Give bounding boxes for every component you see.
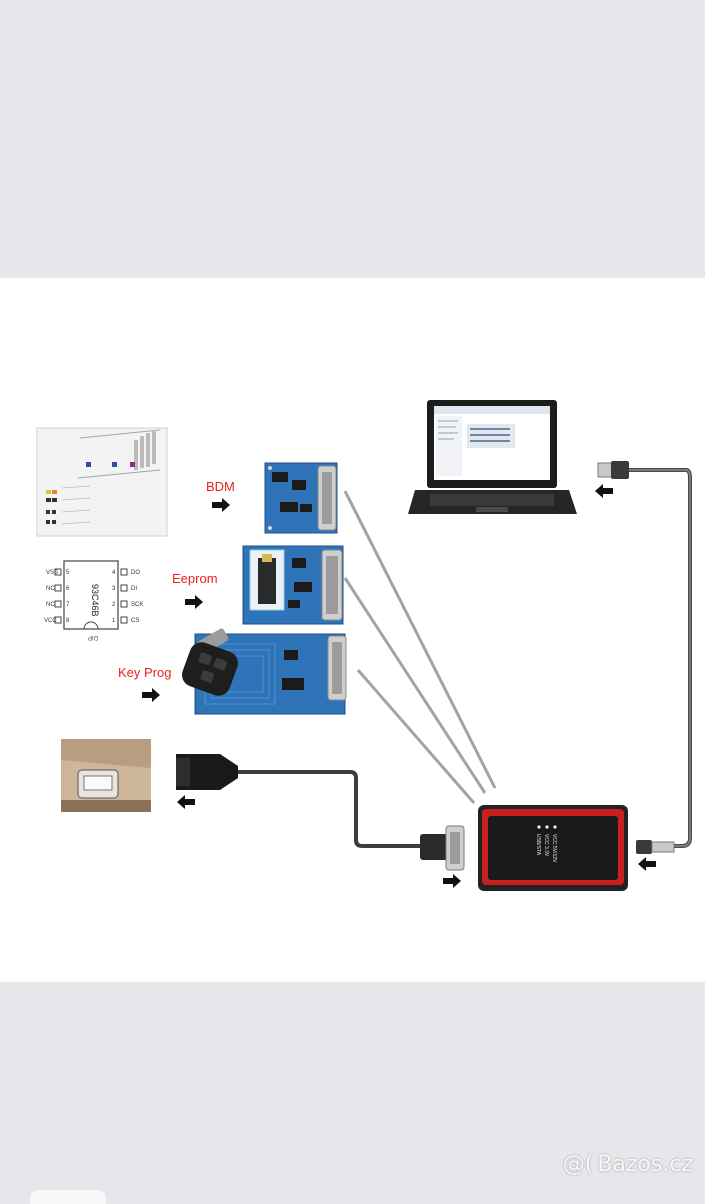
chip-pin-right: SCK	[131, 602, 143, 608]
chip-pin-right: CS	[131, 618, 139, 624]
db25-connector-icon	[420, 825, 465, 871]
eeprom-chip-diagram: 93C46B DIP VSS NC NC VCC 5 6 7 8 4 3 2 1	[44, 560, 143, 640]
chip-pin-left: NC	[46, 586, 55, 592]
device-led-label: VCC 3.3V	[543, 834, 549, 857]
chip-pin-number: 5	[66, 570, 70, 576]
eeprom-adapter-board	[242, 545, 344, 625]
obd-connector-icon	[176, 754, 238, 790]
chip-pin-number: 1	[112, 618, 116, 624]
watermark-text: Bazos.cz	[597, 1152, 693, 1177]
ribbon-cables	[343, 490, 497, 804]
bazos-logo-icon: @(	[562, 1152, 594, 1177]
bdm-label: BDM	[206, 479, 235, 494]
chip-pin-number: 3	[112, 586, 116, 592]
corner-chip	[30, 1190, 106, 1204]
car-obd-port-image	[61, 739, 151, 812]
chip-pin-number: 6	[66, 586, 70, 592]
bdm-pinout-image	[36, 427, 168, 537]
device-led-label: USB/STA	[535, 834, 541, 856]
keyprog-adapter-board	[182, 628, 347, 715]
chip-pin-number: 8	[66, 618, 70, 624]
chip-pin-right: DI	[131, 586, 137, 592]
bdm-cable	[343, 490, 497, 789]
watermark: @( Bazos.cz	[563, 1152, 693, 1177]
chip-pin-left: VSS	[46, 570, 58, 576]
key-prog-label: Key Prog	[118, 665, 171, 680]
chip-pin-left: VCC	[44, 618, 57, 624]
keyprog-cable	[356, 669, 476, 804]
diagram-canvas: BDM Eeprom Key Prog 93C46B DIP	[36, 400, 692, 891]
chip-pin-number: 4	[112, 570, 116, 576]
chip-pin-number: 2	[112, 602, 116, 608]
eeprom-label: Eeprom	[172, 571, 218, 586]
arrow-right-icon	[142, 688, 160, 702]
top-background-band	[0, 0, 705, 278]
chip-part-number: 93C46B	[90, 584, 100, 617]
arrows	[142, 484, 656, 888]
programmer-device: USB/STA VCC 3.3V VCC 5V/12V	[478, 805, 628, 891]
arrow-right-icon	[443, 874, 461, 888]
device-led-label: VCC 5V/12V	[551, 834, 557, 863]
chip-pin-right: DO	[131, 570, 140, 576]
bottom-background-band	[0, 982, 705, 1200]
usb-cable	[628, 468, 692, 848]
bdm-adapter-board	[264, 462, 338, 534]
arrow-right-icon	[212, 498, 230, 512]
arrow-left-icon	[595, 484, 613, 498]
arrow-right-icon	[185, 595, 203, 609]
arrow-left-icon	[638, 857, 656, 871]
chip-pin-number: 7	[66, 602, 70, 608]
usb-plug-device	[636, 840, 675, 854]
chip-package-label: DIP	[88, 634, 98, 640]
laptop-icon	[408, 400, 577, 514]
chip-pin-left: NC	[46, 602, 55, 608]
obd-cable	[238, 770, 420, 848]
arrow-left-icon	[177, 795, 195, 809]
car-key-icon	[182, 628, 238, 696]
connection-diagram: BDM Eeprom Key Prog 93C46B DIP	[0, 278, 705, 982]
usb-plug-laptop	[597, 461, 629, 479]
eeprom-cable	[343, 577, 487, 794]
